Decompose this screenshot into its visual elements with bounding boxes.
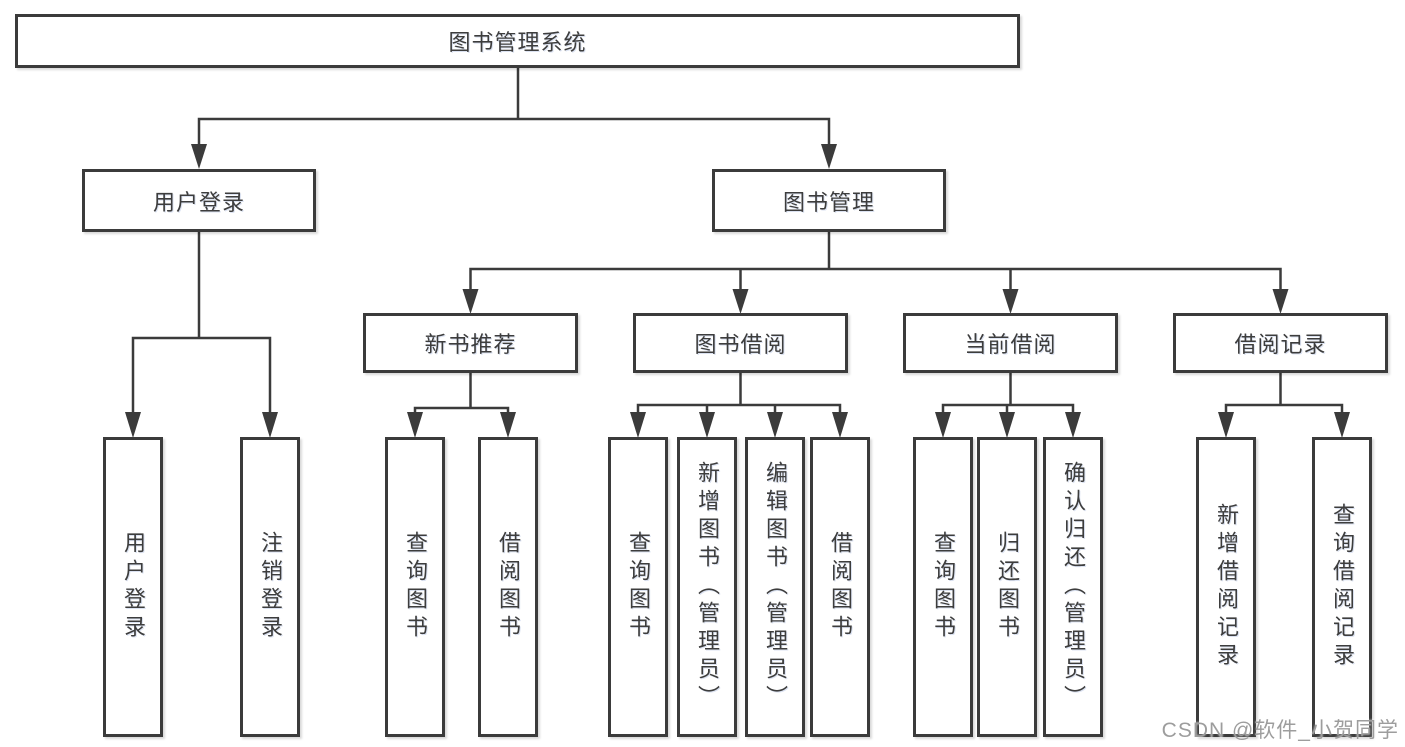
leaf-query-books-current: 查询图书 xyxy=(913,437,973,737)
node-label: 图书管理 xyxy=(782,189,875,215)
leaf-query-books-borrowing: 查询图书 xyxy=(608,437,668,737)
node-library-management-system: 图书管理系统 xyxy=(15,14,1020,68)
node-label: 借阅图书 xyxy=(828,531,853,643)
leaf-confirm-return-admin: 确认归还（管理员） xyxy=(1043,437,1103,737)
node-label: 归还图书 xyxy=(995,531,1020,643)
leaf-add-borrow-record: 新增借阅记录 xyxy=(1196,437,1256,737)
node-book-management: 图书管理 xyxy=(712,169,946,232)
node-label: 图书管理系统 xyxy=(448,30,587,55)
leaf-edit-book-admin: 编辑图书（管理员） xyxy=(745,437,805,737)
leaf-borrow-books-recommend: 借阅图书 xyxy=(478,437,538,737)
node-label: 查询图书 xyxy=(931,531,956,643)
leaf-return-books: 归还图书 xyxy=(977,437,1037,737)
node-current-borrowing: 当前借阅 xyxy=(903,313,1118,373)
leaf-borrow-books-borrowing: 借阅图书 xyxy=(810,437,870,737)
node-label: 查询借阅记录 xyxy=(1330,503,1355,671)
leaf-query-books-recommend: 查询图书 xyxy=(385,437,445,737)
node-label: 编辑图书（管理员） xyxy=(763,461,788,713)
node-new-book-recommendation: 新书推荐 xyxy=(363,313,578,373)
node-label: 当前借阅 xyxy=(964,332,1057,357)
node-label: 注销登录 xyxy=(258,531,283,643)
node-label: 借阅图书 xyxy=(496,531,521,643)
node-label: 借阅记录 xyxy=(1234,332,1327,357)
csdn-watermark: CSDN @软件_小贺同学 xyxy=(1161,719,1399,742)
node-label: 图书借阅 xyxy=(694,332,787,357)
node-label: 新增借阅记录 xyxy=(1214,503,1239,671)
leaf-add-book-admin: 新增图书（管理员） xyxy=(677,437,737,737)
node-label: 新增图书（管理员） xyxy=(695,461,720,713)
node-label: 用户登录 xyxy=(121,531,146,643)
node-borrowing-records: 借阅记录 xyxy=(1173,313,1388,373)
node-label: 查询图书 xyxy=(626,531,651,643)
leaf-user-login: 用户登录 xyxy=(103,437,163,737)
node-book-borrowing: 图书借阅 xyxy=(633,313,848,373)
node-label: 确认归还（管理员） xyxy=(1061,461,1086,713)
node-label: 用户登录 xyxy=(152,189,245,215)
node-user-login: 用户登录 xyxy=(82,169,316,232)
leaf-query-borrow-record: 查询借阅记录 xyxy=(1312,437,1372,737)
node-label: 查询图书 xyxy=(403,531,428,643)
leaf-logout: 注销登录 xyxy=(240,437,300,737)
node-label: 新书推荐 xyxy=(424,332,517,357)
